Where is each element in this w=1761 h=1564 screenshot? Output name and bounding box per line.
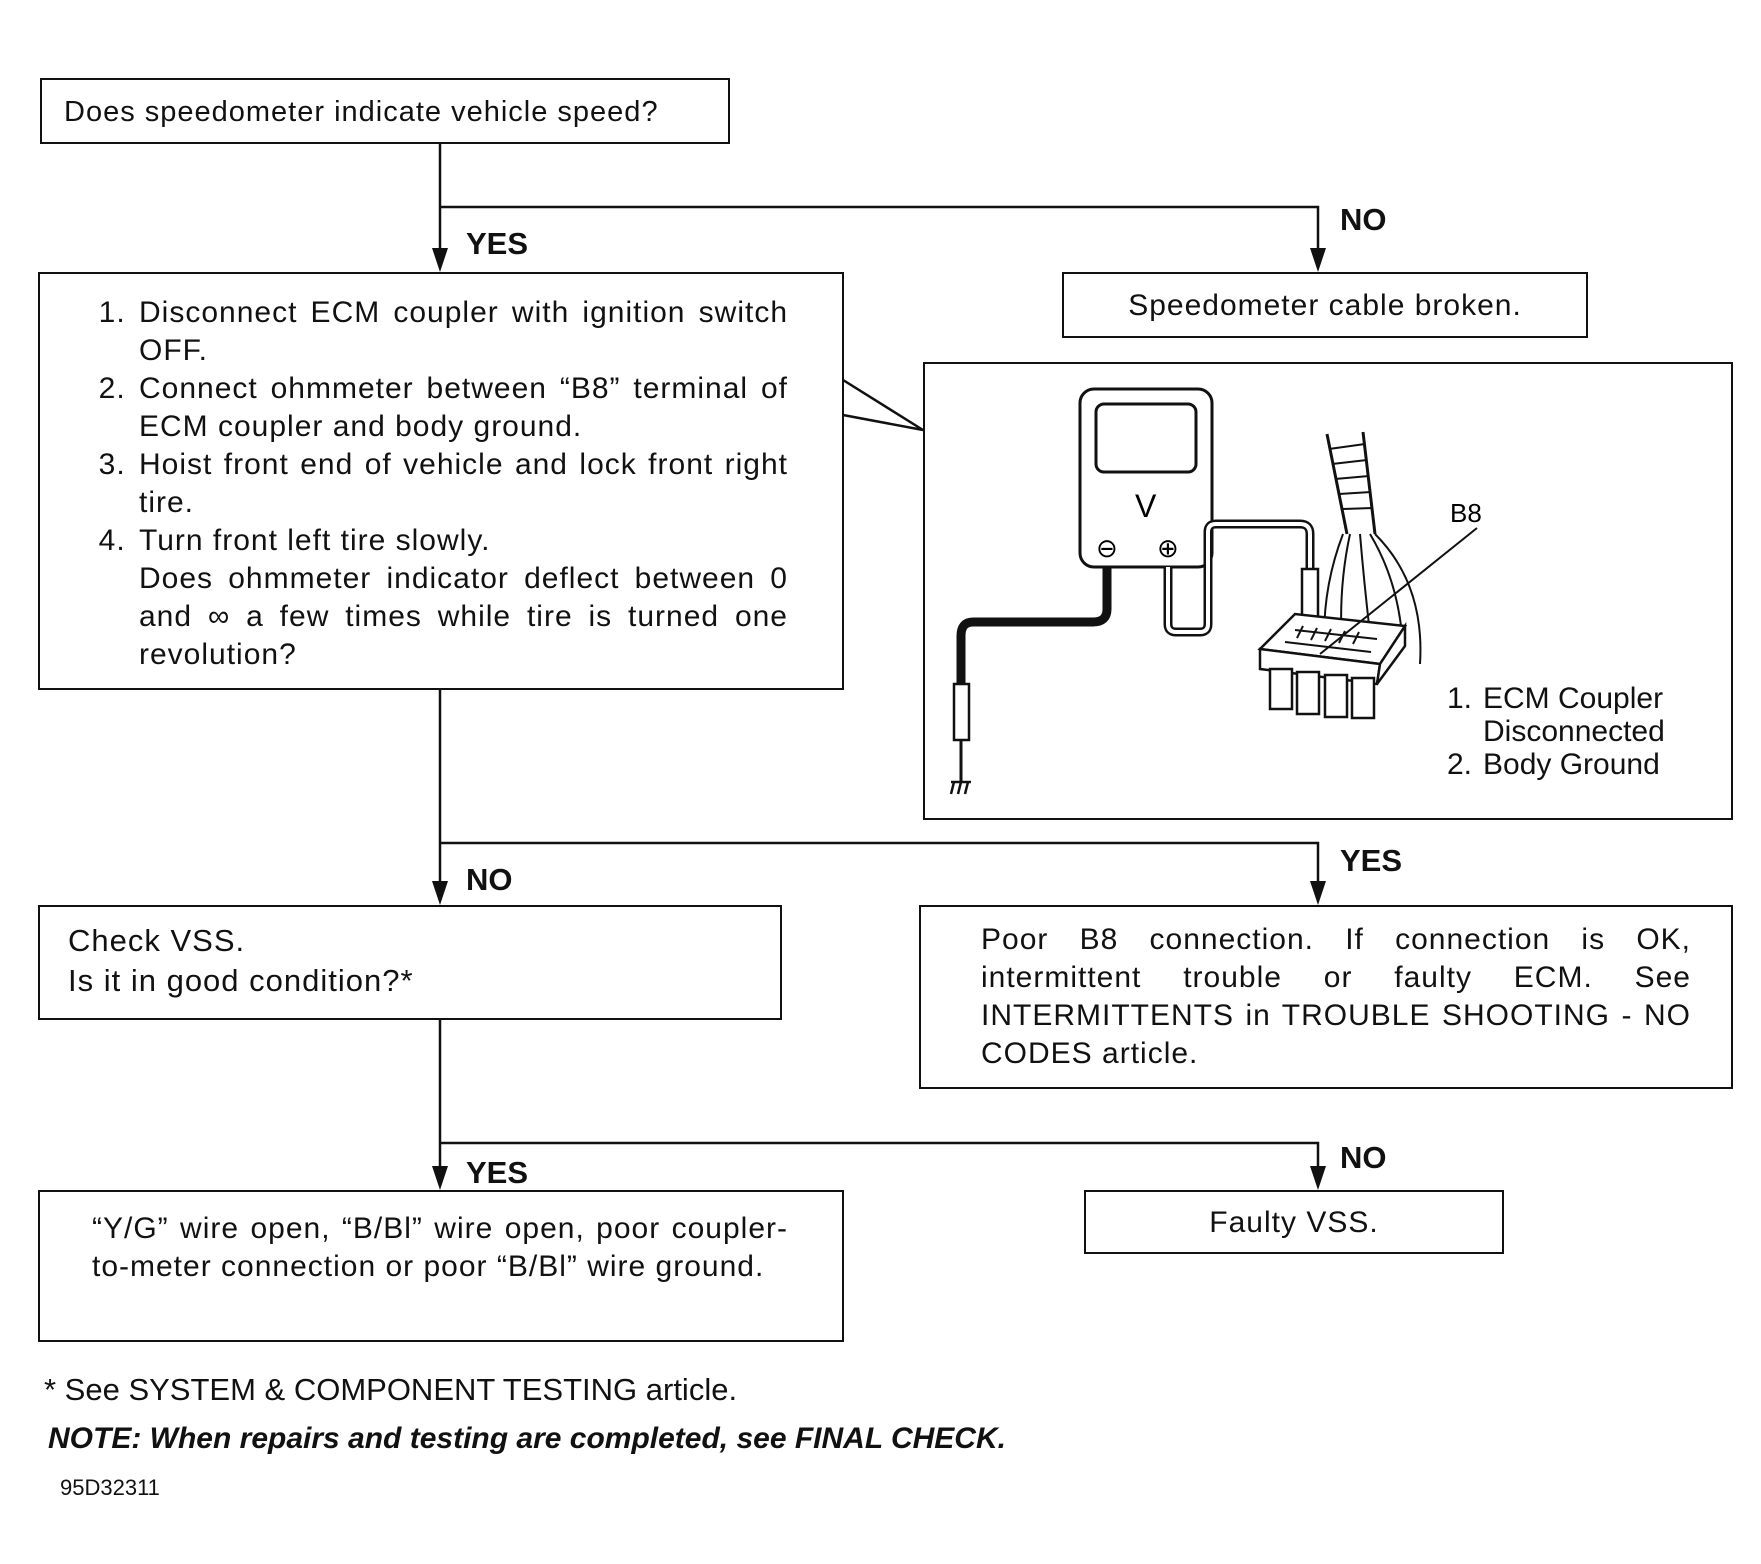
plus-terminal-icon: ⊕ <box>1157 534 1179 564</box>
procedure-step: Hoist front end of vehicle and lock fron… <box>135 446 788 522</box>
branch-label-no: NO <box>466 862 513 897</box>
terminal-label: B8 <box>1450 498 1482 528</box>
result-poor-b8-box: Poor B8 connection. If connection is OK,… <box>919 905 1733 1089</box>
minus-terminal-icon: ⊖ <box>1096 534 1118 564</box>
vss-check-box: Check VSS. Is it in good condition?* <box>38 905 782 1020</box>
start-question-box: Does speedometer indicate vehicle speed? <box>40 78 730 144</box>
arrow-head <box>432 248 448 272</box>
procedure-box: Disconnect ECM coupler with ignition swi… <box>38 272 844 690</box>
result-faulty-vss-box: Faulty VSS. <box>1084 1190 1504 1254</box>
body-ground-icon <box>949 780 971 795</box>
meter-letter: V <box>1135 488 1157 524</box>
result-wire-open-box: “Y/G” wire open, “B/Bl” wire open, poor … <box>38 1190 844 1342</box>
result-wire-open: “Y/G” wire open, “B/Bl” wire open, poor … <box>92 1212 788 1283</box>
result-faulty-vss: Faulty VSS. <box>1209 1206 1379 1239</box>
branch-label-no: NO <box>1340 202 1387 237</box>
procedure-steps: Disconnect ECM coupler with ignition swi… <box>40 294 788 560</box>
final-check-note: NOTE: When repairs and testing are compl… <box>48 1422 1006 1455</box>
vss-check-line1: Check VSS. <box>68 923 246 958</box>
result-poor-b8: Poor B8 connection. If connection is OK,… <box>981 923 1691 1070</box>
callout-body-ground: Body Ground <box>1483 748 1660 781</box>
ohmmeter-connection-illustration: V ⊖ ⊕ <box>949 387 1482 795</box>
branch-label-yes: YES <box>466 1155 529 1190</box>
branch-label-no: NO <box>1340 1140 1387 1175</box>
figure-code: 95D32311 <box>60 1475 160 1500</box>
ground-lead <box>956 567 1112 684</box>
arrow-head <box>1310 248 1326 272</box>
procedure-step: Connect ohmmeter between “B8” terminal o… <box>135 370 788 446</box>
arrow-head <box>432 1166 448 1190</box>
illustration-callouts: 1. ECM Coupler Disconnected 2. Body Grou… <box>1447 682 1727 781</box>
start-question: Does speedometer indicate vehicle speed? <box>64 96 659 128</box>
arrow-head <box>1310 881 1326 905</box>
procedure-step: Disconnect ECM coupler with ignition swi… <box>135 294 788 370</box>
callout-ecm-coupler: ECM Coupler Disconnected <box>1483 682 1665 748</box>
result-speedometer-cable-box: Speedometer cable broken. <box>1062 272 1588 338</box>
footnote: * See SYSTEM & COMPONENT TESTING article… <box>44 1372 738 1407</box>
ecm-coupler-icon <box>1257 612 1408 720</box>
arrow-head <box>432 881 448 905</box>
illustration-box: V ⊖ ⊕ <box>923 362 1733 820</box>
procedure-step: Turn front left tire slowly. <box>135 522 788 560</box>
vss-check-line2: Is it in good condition?* <box>68 963 414 998</box>
procedure-question: Does ohmmeter indicator deflect between … <box>139 562 788 671</box>
arrow-head <box>1310 1166 1326 1190</box>
result-speedometer-cable: Speedometer cable broken. <box>1128 289 1522 322</box>
branch-label-yes: YES <box>466 226 529 261</box>
branch-label-yes: YES <box>1340 843 1403 878</box>
